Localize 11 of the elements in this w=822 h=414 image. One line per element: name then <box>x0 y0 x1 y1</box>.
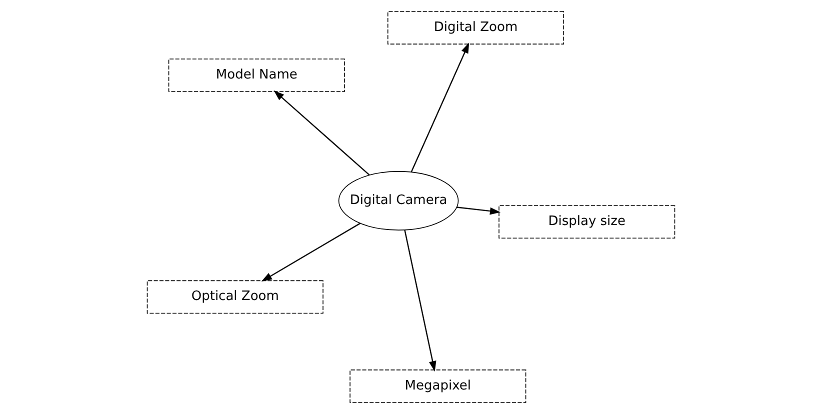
arrow <box>410 42 470 172</box>
arrow <box>261 222 361 282</box>
node-box: Megapixel <box>350 370 526 403</box>
arrow <box>274 90 370 176</box>
node-box: Display size <box>498 205 676 239</box>
node-box: Model Name <box>168 58 345 92</box>
node-box: Digital Zoom <box>387 11 564 44</box>
arrow <box>456 206 501 215</box>
node-box: Optical Zoom <box>146 280 324 314</box>
node-ellipse: Digital Camera <box>338 171 459 230</box>
arrow <box>404 230 436 372</box>
